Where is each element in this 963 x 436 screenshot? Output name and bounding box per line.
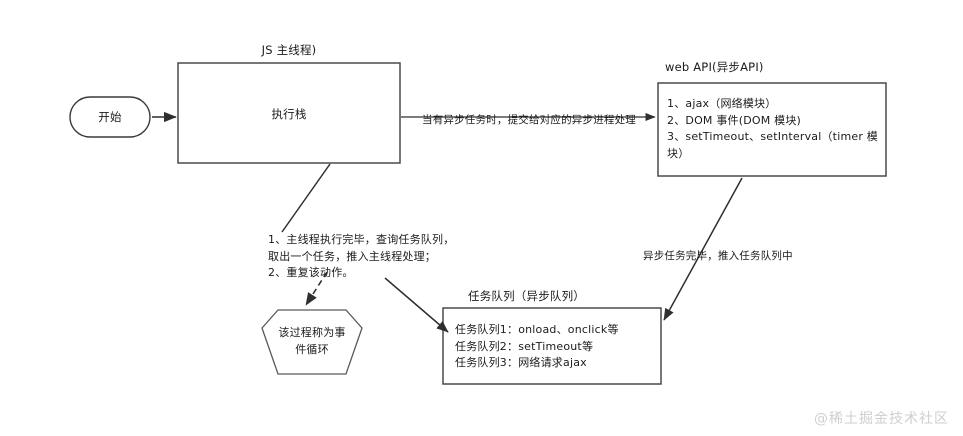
edge-label-to-webapi: 当有异步任务时，提交给对应的异步进程处理 [422, 114, 636, 126]
start-node-label: 开始 [98, 110, 122, 124]
task-queue-title: 任务队列（异步队列） [468, 289, 585, 303]
task-queue-items: 任务队列1：onload、onclick等 任务队列2：setTimeout等 … [455, 323, 619, 369]
edge-label-from-webapi: 异步任务完毕，推入任务队列中 [643, 250, 793, 262]
exec-stack-label: 执行栈 [271, 107, 307, 121]
js-main-thread-title: JS 主线程) [261, 43, 317, 57]
web-api-items: 1、ajax（网络模块） 2、DOM 事件(DOM 模块) 3、setTimeo… [667, 97, 878, 160]
event-loop-label: 该过程称为事 件循环 [278, 326, 346, 356]
edge-exec-to-loopnote [281, 163, 331, 233]
watermark-label: @稀土掘金技术社区 [814, 411, 949, 427]
edge-label-loop-note: 1、主线程执行完毕，查询任务队列， 取出一个任务，推入主线程处理； 2、重复该动… [268, 233, 455, 279]
web-api-title: web API(异步API) [665, 60, 764, 74]
edge-loopnote-to-taskqueue [384, 277, 449, 333]
